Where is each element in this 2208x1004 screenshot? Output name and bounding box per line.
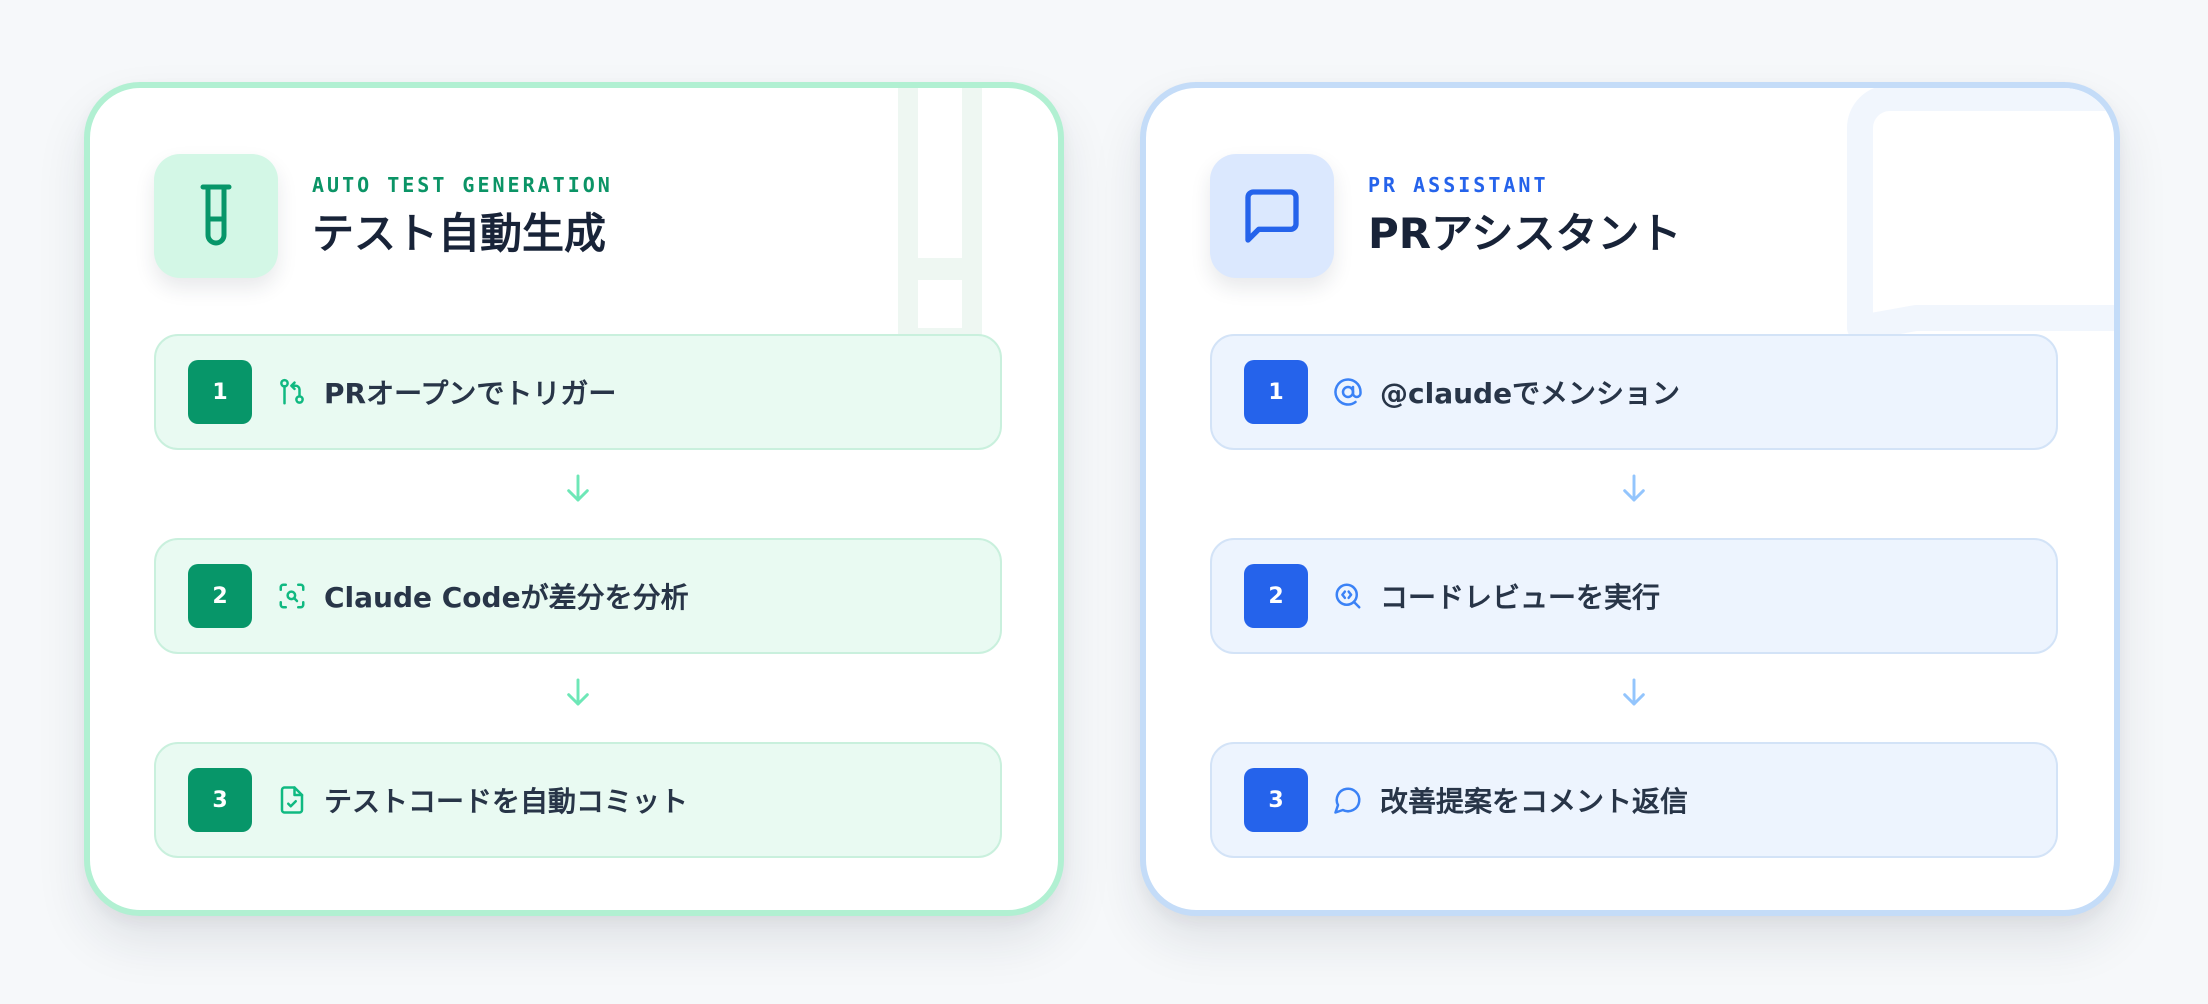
step-number-badge: 1 xyxy=(188,360,252,424)
scan-search-icon xyxy=(276,580,308,612)
step-1: 1 PRオープンでトリガー xyxy=(154,334,1002,450)
step-label: PRオープンでトリガー xyxy=(324,377,617,410)
card-eyebrow: PR ASSISTANT xyxy=(1368,173,1549,197)
arrow-down-icon xyxy=(1623,678,1645,706)
step-label: @claudeでメンション xyxy=(1380,377,1681,410)
step-3: 3 テストコードを自動コミット xyxy=(154,742,1002,858)
step-number-badge: 3 xyxy=(1244,768,1308,832)
step-label: コードレビューを実行 xyxy=(1380,581,1661,614)
card-eyebrow: AUTO TEST GENERATION xyxy=(312,173,613,197)
card-title: テスト自動生成 xyxy=(312,209,607,258)
arrow-down-icon xyxy=(567,678,589,706)
git-pull-request-icon xyxy=(276,376,308,408)
step-label: テストコードを自動コミット xyxy=(324,785,689,818)
message-square-watermark-icon xyxy=(1847,88,2114,341)
step-number-badge: 2 xyxy=(1244,564,1308,628)
step-label: 改善提案をコメント返信 xyxy=(1380,785,1689,818)
card-header: AUTO TEST GENERATION テスト自動生成 xyxy=(154,154,613,278)
step-number-badge: 1 xyxy=(1244,360,1308,424)
step-2: 2 コードレビューを実行 xyxy=(1210,538,2058,654)
arrow-down-icon xyxy=(1623,474,1645,502)
step-number-badge: 3 xyxy=(188,768,252,832)
step-number-badge: 2 xyxy=(188,564,252,628)
search-code-icon xyxy=(1332,580,1364,612)
auto-test-generation-card: AUTO TEST GENERATION テスト自動生成 1 PRオープンでトリ… xyxy=(84,82,1064,916)
at-sign-icon xyxy=(1332,376,1364,408)
message-square-icon xyxy=(1210,154,1334,278)
arrow-down-icon xyxy=(567,474,589,502)
message-circle-icon xyxy=(1332,784,1364,816)
test-tube-watermark-icon xyxy=(898,88,982,338)
step-3: 3 改善提案をコメント返信 xyxy=(1210,742,2058,858)
test-tube-icon xyxy=(154,154,278,278)
card-title: PRアシスタント xyxy=(1368,209,1682,258)
step-1: 1 @claudeでメンション xyxy=(1210,334,2058,450)
file-check-icon xyxy=(276,784,308,816)
step-2: 2 Claude Codeが差分を分析 xyxy=(154,538,1002,654)
pr-assistant-card: PR ASSISTANT PRアシスタント 1 @claudeでメンション 2 xyxy=(1140,82,2120,916)
card-header: PR ASSISTANT PRアシスタント xyxy=(1210,154,1681,278)
step-label: Claude Codeが差分を分析 xyxy=(324,581,689,614)
